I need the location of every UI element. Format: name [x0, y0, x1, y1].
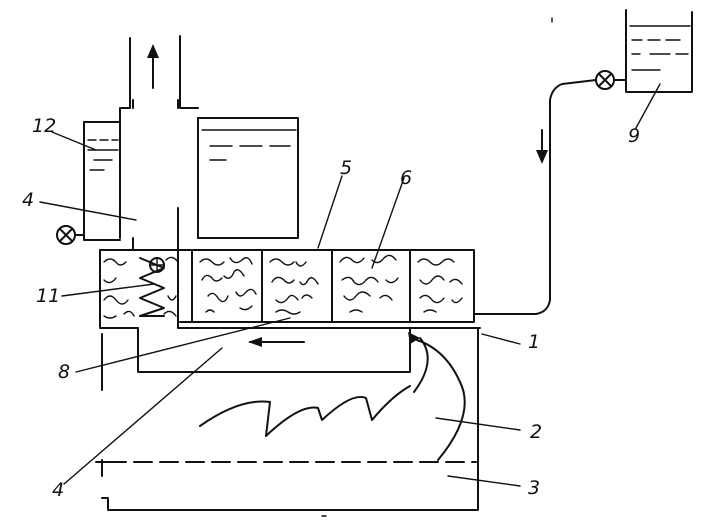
label-8: 8 — [58, 361, 70, 383]
supply-valve-icon — [595, 70, 615, 90]
label-2: 2 — [530, 421, 542, 443]
flue-channel — [137, 327, 411, 373]
label-4-bottom: 4 — [52, 479, 64, 501]
label-11: 11 — [36, 285, 60, 307]
left-water-tank — [83, 121, 121, 241]
label-12: 12 — [32, 115, 56, 137]
upper-right-tank — [197, 117, 299, 239]
up-arrow-icon — [147, 44, 159, 89]
inner-pipe — [132, 207, 481, 329]
label-4-top: 4 — [22, 189, 34, 211]
burner-icon — [149, 257, 165, 273]
furnace-body — [95, 327, 479, 511]
label-5: 5 — [340, 157, 352, 179]
label-3: 3 — [528, 477, 540, 499]
label-6: 6 — [400, 167, 412, 189]
flame — [199, 385, 411, 437]
water-supply-tank — [625, 9, 693, 93]
fuel-texture — [199, 254, 463, 315]
label-1: 1 — [528, 331, 540, 353]
heating-coil — [139, 257, 165, 317]
left-fuel-chamber — [103, 256, 179, 319]
down-arrow-icon — [536, 129, 548, 164]
fuel-block — [99, 249, 475, 329]
left-valve-icon — [56, 225, 85, 245]
supply-pipe — [473, 79, 627, 315]
label-9: 9 — [628, 125, 640, 147]
leader-lines — [39, 83, 661, 487]
chimney — [119, 35, 199, 239]
hot-gas-flow — [408, 332, 466, 461]
